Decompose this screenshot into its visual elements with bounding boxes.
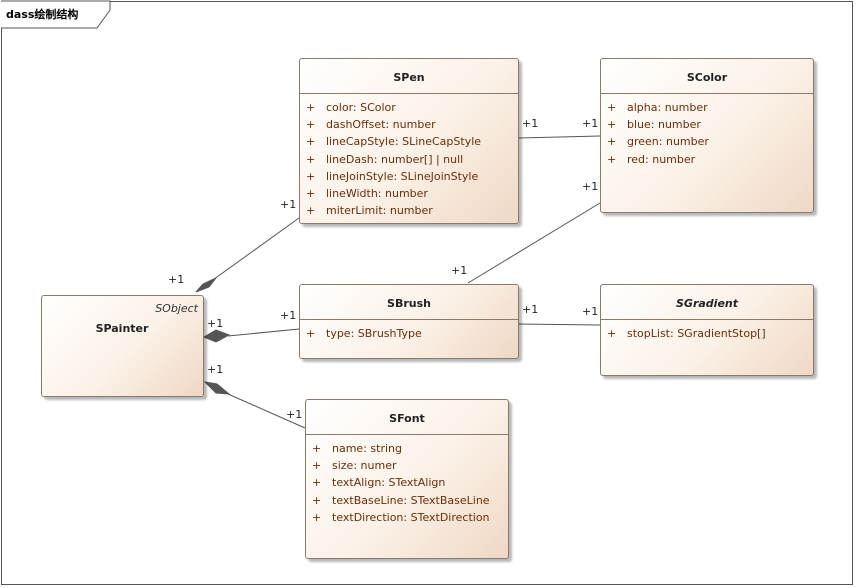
attribute-row: +lineWidth: number	[306, 186, 428, 200]
attribute-row: +type: SBrushType	[306, 327, 422, 340]
link-brush-gradient	[518, 323, 601, 326]
attribute-row: +size: numer	[312, 459, 397, 473]
attribute-row: +blue: number	[607, 118, 701, 132]
attribute-row: +textBaseLine: STextBaseLine	[312, 493, 490, 507]
attribute-list: +stopList: SGradientStop[]	[601, 320, 813, 342]
class-name: SPen	[300, 59, 518, 94]
attribute-row: +stopList: SGradientStop[]	[607, 327, 766, 340]
multiplicity-painter-font-src: +1	[207, 363, 224, 376]
class-name: SFont	[306, 400, 508, 435]
multiplicity-brush-gradient-dst: +1	[582, 305, 599, 318]
class-sgradient[interactable]: SGradient +stopList: SGradientStop[]	[600, 284, 814, 376]
attribute-row: +lineJoinStyle: SLineJoinStyle	[306, 169, 479, 183]
class-scolor[interactable]: SColor +alpha: number +blue: number +gre…	[600, 58, 814, 213]
class-stereotype: SObject	[155, 302, 198, 315]
class-name: SGradient	[601, 285, 813, 320]
link-painter-brush	[227, 328, 300, 337]
class-name: SPainter	[95, 322, 149, 335]
attribute-row: +textAlign: STextAlign	[312, 476, 446, 490]
class-name: SColor	[601, 59, 813, 94]
multiplicity-brush-gradient-src: +1	[522, 303, 539, 316]
attribute-list: +color: SColor +dashOffset: number +line…	[300, 94, 518, 219]
aggregation-diamond-brush	[202, 329, 231, 343]
attribute-row: +lineDash: number[] | null	[306, 152, 464, 166]
aggregation-diamond-font	[203, 381, 231, 395]
multiplicity-painter-brush-src: +1	[207, 317, 224, 330]
multiplicity-pen-color-src: +1	[522, 117, 539, 130]
multiplicity-painter-brush-dst: +1	[280, 309, 297, 322]
link-pen-color	[518, 135, 601, 139]
multiplicity-pen-color-dst: +1	[582, 117, 599, 130]
multiplicity-painter-pen-src: +1	[168, 273, 185, 286]
attribute-row: +name: string	[312, 442, 402, 455]
multiplicity-painter-pen-dst: +1	[280, 198, 297, 211]
attribute-row: +green: number	[607, 135, 709, 149]
class-name: SBrush	[300, 285, 518, 320]
attribute-row: +red: number	[607, 152, 696, 166]
class-spainter[interactable]: SObject SPainter	[41, 295, 204, 397]
multiplicity-painter-font-dst: +1	[286, 408, 303, 421]
attribute-row: +lineCapStyle: SLineCapStyle	[306, 135, 482, 149]
multiplicity-brush-color-src: +1	[451, 264, 468, 277]
class-sfont[interactable]: SFont +name: string +size: numer +textAl…	[305, 399, 509, 559]
link-painter-font	[227, 393, 306, 429]
link-brush-color	[467, 202, 601, 284]
frame-title: dass绘制结构	[6, 8, 79, 21]
attribute-row: +miterLimit: number	[306, 204, 433, 218]
attribute-list: +type: SBrushType	[300, 320, 518, 342]
attribute-row: +textDirection: STextDirection	[312, 510, 490, 524]
attribute-list: +alpha: number +blue: number +green: num…	[601, 94, 813, 168]
aggregation-diamond-pen	[195, 277, 217, 293]
class-sbrush[interactable]: SBrush +type: SBrushType	[299, 284, 519, 359]
attribute-row: +color: SColor	[306, 101, 396, 114]
attribute-list: +name: string +size: numer +textAlign: S…	[306, 435, 508, 526]
link-painter-pen	[209, 217, 300, 283]
class-spen[interactable]: SPen +color: SColor +dashOffset: number …	[299, 58, 519, 224]
attribute-row: +alpha: number	[607, 101, 708, 114]
multiplicity-brush-color-dst: +1	[582, 180, 599, 193]
attribute-row: +dashOffset: number	[306, 118, 436, 132]
